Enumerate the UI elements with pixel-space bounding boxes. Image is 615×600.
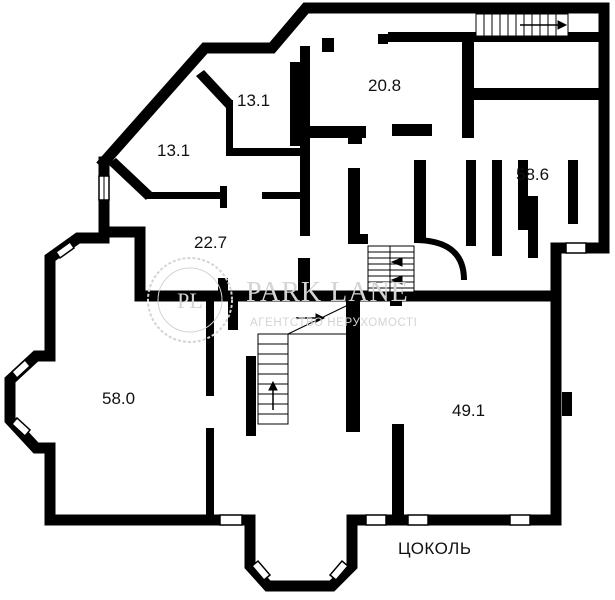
watermark-monogram: PL <box>177 288 203 313</box>
staircase-middle <box>367 237 467 293</box>
watermark-subtitle: АГЕНТСТВО НЕРУХОМОСТІ <box>250 317 417 329</box>
watermark-seal <box>147 257 233 343</box>
room-area-label: 49.1 <box>452 401 485 420</box>
staircase-top <box>475 13 569 37</box>
bay-window-left <box>10 240 76 438</box>
staircase-lower <box>257 305 347 425</box>
room-labels: 13.1 13.1 20.8 58.6 22.7 58.0 49.1 <box>102 76 549 420</box>
room-area-label: 13.1 <box>157 141 190 160</box>
window-left <box>98 175 110 201</box>
bay-window-bottom <box>219 242 587 582</box>
interior-walls <box>108 13 604 520</box>
watermark-title: PARK LANE <box>246 277 409 308</box>
room-area-label: 58.0 <box>102 389 135 408</box>
watermark: PL PARK LANE АГЕНТСТВО НЕРУХОМОСТІ <box>147 257 417 343</box>
room-area-label: 22.7 <box>194 233 227 252</box>
room-area-label: 58.6 <box>516 165 549 184</box>
room-area-label: 20.8 <box>368 76 401 95</box>
floor-label: ЦОКОЛЬ <box>398 539 471 558</box>
room-area-label: 13.1 <box>237 91 270 110</box>
